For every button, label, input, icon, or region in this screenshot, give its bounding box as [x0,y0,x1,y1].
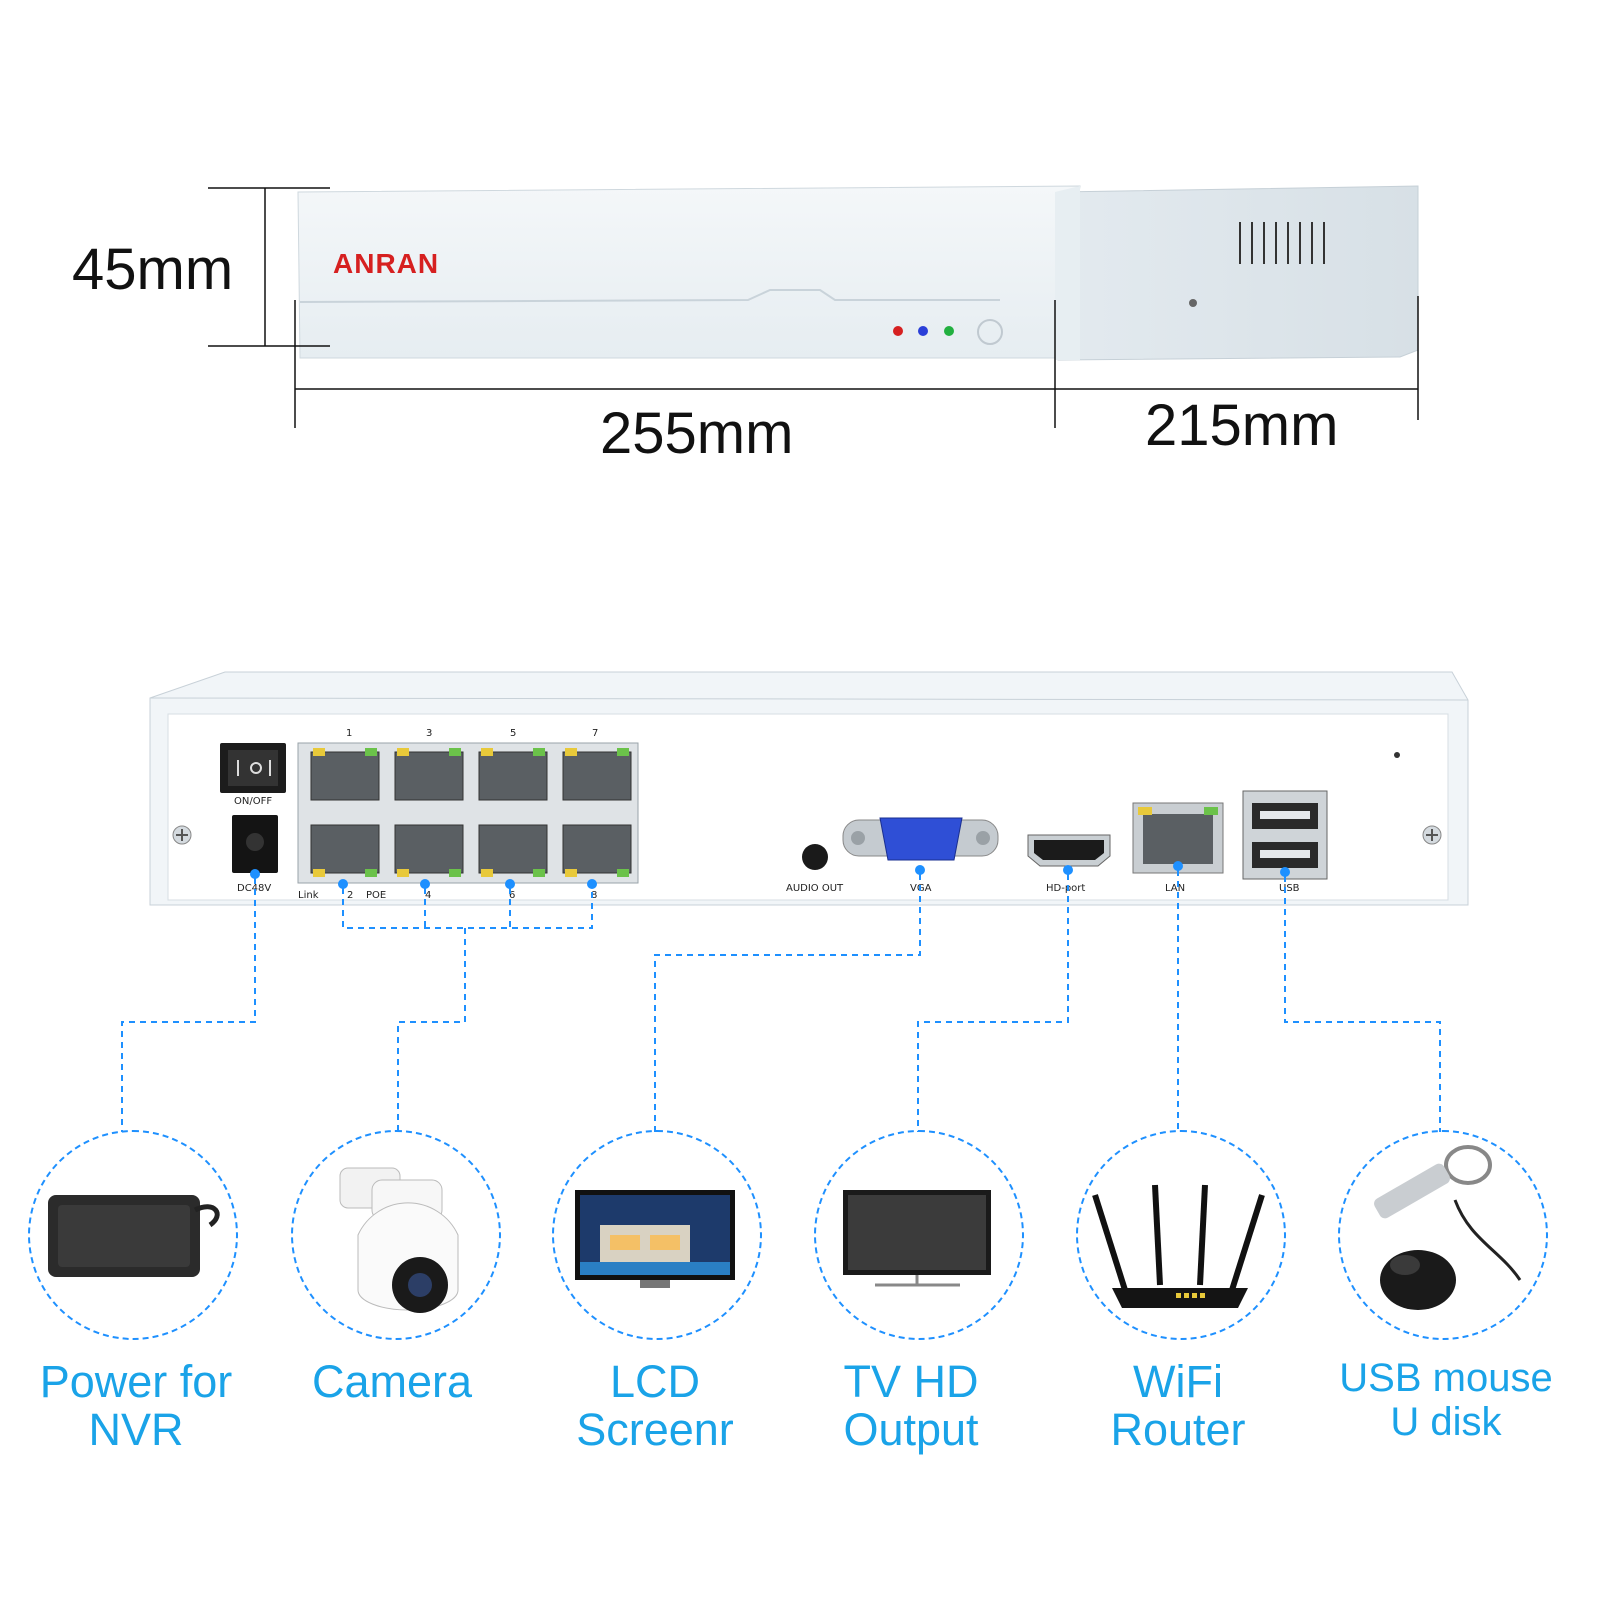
camera-accessory-circle [291,1130,501,1340]
port-number-7: 7 [592,728,599,739]
usb-mouse-disk-icon [1374,1145,1522,1310]
port-number-8: 8 [591,890,598,901]
power-label-line1: Power for [39,1356,233,1407]
reset-hole [1394,752,1400,758]
port-number-5: 5 [510,728,517,739]
port-number-4: 4 [425,890,432,901]
mounting-screw-right [1422,825,1442,845]
usb-label: USB [1279,883,1300,894]
power-switch [220,743,286,793]
mounting-screw-left [172,825,192,845]
lcd-screen-icon [575,1190,735,1288]
camera-label-line1: Camera [311,1356,473,1407]
lcd-label-line2: Screenr [576,1404,734,1455]
usb-accessory-label: USB mouse U disk [1316,1356,1576,1444]
router-accessory-circle [1076,1130,1286,1340]
hd-port-label: HD-port [1046,883,1086,894]
wifi-router-icon [1092,1184,1265,1308]
tv-label-line2: Output [843,1404,979,1455]
port-number-6: 6 [509,890,516,901]
audio-out-jack [802,844,828,870]
camera-accessory-label: Camera [262,1358,522,1406]
led-green [944,326,954,336]
usb-accessory-circle [1338,1130,1548,1340]
on-off-label: ON/OFF [234,796,273,807]
height-dimension: 45mm [72,237,234,302]
lcd-label-line1: LCD [609,1356,701,1407]
poe-ports-block [297,742,639,884]
ir-receiver [977,319,1003,345]
led-red [893,326,903,336]
power-adapter-icon [48,1195,220,1277]
poe-label: POE [366,890,387,901]
tv-accessory-label: TV HD Output [781,1358,1041,1454]
connector-dots [250,861,1290,889]
depth-dimension: 215mm [1145,393,1339,458]
usb-label-line2: U disk [1390,1400,1502,1444]
router-label-line1: WiFi [1133,1356,1223,1407]
lcd-accessory-label: LCD Screenr [525,1358,785,1454]
side-vent [1239,222,1325,264]
rear-panel [149,671,1469,906]
nvr-front-panel [297,185,1419,361]
router-accessory-label: WiFi Router [1048,1358,1308,1454]
link-label: Link [298,890,319,901]
usb-label-line1: USB mouse [1339,1356,1553,1400]
router-label-line2: Router [1110,1404,1246,1455]
dc48v-label: DC48V [237,883,272,894]
port-number-3: 3 [426,728,433,739]
lan-label: LAN [1165,883,1186,894]
width-dimension: 255mm [600,401,794,466]
vga-port [842,817,999,861]
dimension-lines [208,187,1419,428]
ptz-camera-icon [339,1167,459,1313]
screw-hole [1189,299,1197,307]
power-accessory-circle [28,1130,238,1340]
hdmi-port [1027,834,1111,867]
audio-out-label: AUDIO OUT [786,883,844,894]
lcd-accessory-circle [552,1130,762,1340]
led-blue [918,326,928,336]
tv-accessory-circle [814,1130,1024,1340]
port-number-2: 2 [347,890,354,901]
accessory-icons [48,1145,1522,1313]
tv-label-line1: TV HD [843,1356,979,1407]
port-number-1: 1 [346,728,353,739]
power-label-line2: NVR [88,1404,184,1455]
usb-ports [1242,790,1328,880]
front-view [208,185,1419,428]
brand-logo: ANRAN [333,248,440,279]
power-accessory-label: Power for NVR [6,1358,266,1454]
tv-icon [843,1190,991,1287]
dc-power-jack [232,815,278,873]
